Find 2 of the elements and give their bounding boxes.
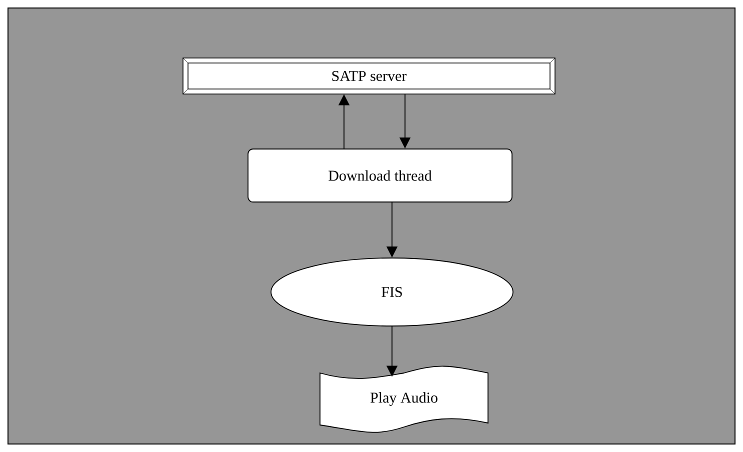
server-box: SATP server	[182, 58, 556, 94]
process-box: Download thread	[248, 148, 512, 202]
